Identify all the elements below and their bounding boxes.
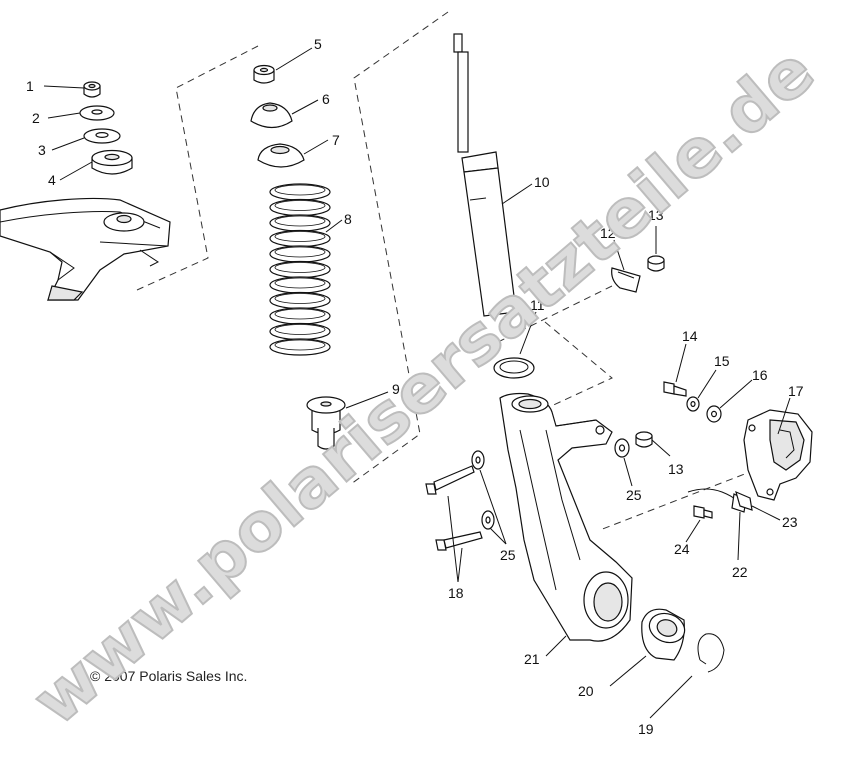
callout-16: 16 (752, 367, 768, 383)
spring-coil-turn (269, 183, 331, 201)
callout-25-left: 25 (500, 547, 516, 563)
callout-10: 10 (534, 174, 550, 190)
callout-18: 18 (448, 585, 464, 601)
part-8-coil-spring (269, 183, 331, 356)
part-14-bolt (663, 381, 687, 397)
spring-coil-turn (269, 245, 331, 263)
part-1-nut (83, 81, 101, 98)
part-25-washers (471, 438, 630, 530)
spring-coil-turn (269, 307, 331, 325)
callout-15: 15 (714, 353, 730, 369)
spring-coil-turn (269, 291, 331, 310)
callout-4: 4 (48, 172, 56, 188)
spring-coil-inner (274, 184, 326, 196)
part-2-washer (79, 105, 115, 121)
spring-coil-turn (269, 260, 331, 279)
part-7-spring-seat (257, 143, 305, 168)
callout-7: 7 (332, 132, 340, 148)
callout-13-upper: 13 (648, 207, 664, 223)
part-18-bolts (425, 465, 483, 551)
spring-coil-inner (274, 308, 326, 320)
spring-coil-inner (274, 215, 326, 227)
callout-21: 21 (524, 651, 540, 667)
callout-12: 12 (600, 225, 616, 241)
spring-coil-inner (274, 324, 326, 335)
spring-coil-inner (274, 200, 326, 211)
frame-mount (0, 197, 171, 301)
callout-19: 19 (638, 721, 654, 737)
callout-17: 17 (788, 383, 804, 399)
spring-coil-inner (274, 262, 326, 273)
spring-coil-turn (269, 338, 331, 356)
part-5-nut (253, 64, 275, 84)
spring-coil-turn (269, 276, 331, 294)
part-6-spring-seat (250, 102, 293, 129)
part-4-bushing (91, 149, 133, 175)
part-9-bump-stop (306, 396, 346, 450)
spring-coil-turn (269, 198, 331, 217)
callout-3: 3 (38, 142, 46, 158)
spring-coil-turn (269, 214, 331, 232)
callout-8: 8 (344, 211, 352, 227)
callout-13-lower: 13 (668, 461, 684, 477)
copyright-notice: © 2007 Polaris Sales Inc. (90, 668, 247, 684)
part-15-washer (686, 396, 700, 412)
part-13-nut-lower (635, 431, 653, 448)
callout-9: 9 (392, 381, 400, 397)
part-12-clip (611, 267, 641, 293)
part-16-washer (706, 405, 722, 423)
part-13-nut-upper (647, 255, 665, 272)
spring-coil-inner (274, 339, 326, 351)
spring-coil-inner (274, 231, 326, 242)
callout-22: 22 (732, 564, 748, 580)
part-23-bracket (735, 490, 753, 511)
spring-coil-turn (269, 229, 331, 248)
part-10-shock-absorber (453, 33, 517, 317)
callout-20: 20 (578, 683, 594, 699)
part-20-wheel-bearing (641, 608, 686, 661)
spring-coil-inner (274, 293, 326, 304)
callout-labels: 1 2 3 4 5 6 7 8 9 10 11 12 13 13 14 15 1… (26, 36, 804, 737)
part-3-washer (83, 128, 121, 144)
callout-14: 14 (682, 328, 698, 344)
part-19-snap-ring (697, 633, 725, 673)
part-11-o-ring (493, 357, 535, 379)
part-21-steering-knuckle (499, 392, 633, 642)
dashed-guides (136, 11, 756, 531)
part-24-bolt (693, 505, 713, 519)
callout-1: 1 (26, 78, 34, 94)
callout-23: 23 (782, 514, 798, 530)
part-17-brake-caliper (743, 409, 813, 501)
callout-6: 6 (322, 91, 330, 107)
callout-5: 5 (314, 36, 322, 52)
leader-lines (43, 47, 791, 719)
callout-2: 2 (32, 110, 40, 126)
spring-coil-turn (269, 322, 331, 341)
callout-25-right: 25 (626, 487, 642, 503)
callout-11: 11 (530, 297, 545, 313)
callout-24: 24 (674, 541, 690, 557)
spring-coil-inner (274, 246, 326, 258)
spring-coil-inner (274, 277, 326, 289)
